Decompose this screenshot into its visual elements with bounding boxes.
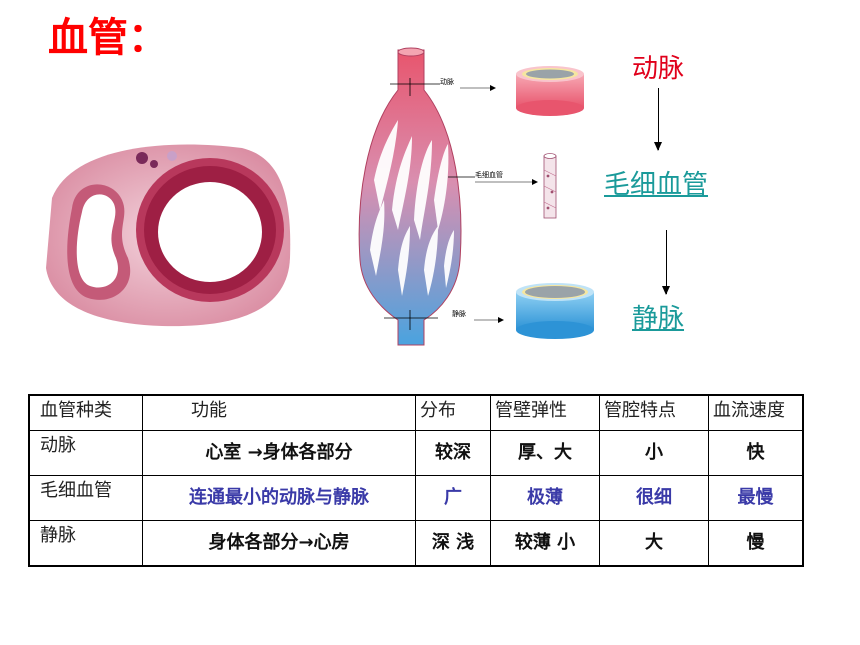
table-cell-type: 动脉: [28, 430, 143, 476]
table-cell-speed: 慢: [708, 520, 804, 567]
table-cell-lumen: 小: [599, 430, 709, 476]
vessel-micrograph-image: [42, 138, 292, 328]
table-header-cell: 功能: [142, 394, 416, 431]
capillary-tube-icon: [543, 153, 557, 219]
table-cell-distribution: 广: [415, 475, 491, 521]
diagram-label-vein: 静脉: [452, 309, 466, 318]
artery-ring-icon: [516, 66, 584, 116]
flow-link-capillary[interactable]: 毛细血管: [604, 170, 709, 200]
table-cell-speed: 快: [708, 430, 804, 476]
table-row: 动脉 心室 →身体各部分 较深 厚、大 小 快: [28, 430, 804, 476]
table-cell-wall: 极薄: [490, 475, 600, 521]
flow-link-vein[interactable]: 静脉: [632, 304, 685, 334]
diagram-label-capillary: 毛细血管: [475, 170, 503, 179]
diagram-label-artery: 动脉: [440, 77, 454, 86]
table-header-cell: 管腔特点: [599, 394, 709, 431]
down-arrow-icon: [662, 230, 670, 295]
table-header-cell: 血流速度: [708, 394, 804, 431]
table-header-cell: 血管种类: [28, 394, 143, 431]
down-arrow-icon: [654, 88, 662, 151]
table-cell-lumen: 很细: [599, 475, 709, 521]
table-cell-distribution: 深 浅: [415, 520, 491, 567]
vein-ring-icon: [516, 283, 594, 339]
table-header-cell: 分布: [415, 394, 491, 431]
table-cell-function: 心室 →身体各部分: [142, 430, 416, 476]
table-row: 静脉 身体各部分→心房 深 浅 较薄 小 大 慢: [28, 520, 804, 567]
table-cell-speed: 最慢: [708, 475, 804, 521]
page-title: 血管：: [48, 15, 168, 61]
table-header-row: 血管种类 功能 分布 管壁弹性 管腔特点 血流速度: [28, 394, 804, 431]
table-cell-type: 静脉: [28, 520, 143, 567]
flow-label-artery: 动脉: [632, 54, 685, 84]
table-cell-type: 毛细血管: [28, 475, 143, 521]
table-cell-lumen: 大: [599, 520, 709, 567]
table-cell-wall: 厚、大: [490, 430, 600, 476]
table-header-cell: 管壁弹性: [490, 394, 600, 431]
table-cell-function: 连通最小的动脉与静脉: [142, 475, 416, 521]
table-cell-distribution: 较深: [415, 430, 491, 476]
blood-vessel-network-diagram: 动脉 毛细血管 静脉: [358, 47, 594, 346]
table-cell-function: 身体各部分→心房: [142, 520, 416, 567]
vessel-comparison-table: 血管种类 功能 分布 管壁弹性 管腔特点 血流速度 动脉 心室 →身体各部分 较…: [28, 394, 804, 567]
table-row: 毛细血管 连通最小的动脉与静脉 广 极薄 很细 最慢: [28, 475, 804, 521]
table-cell-wall: 较薄 小: [490, 520, 600, 567]
